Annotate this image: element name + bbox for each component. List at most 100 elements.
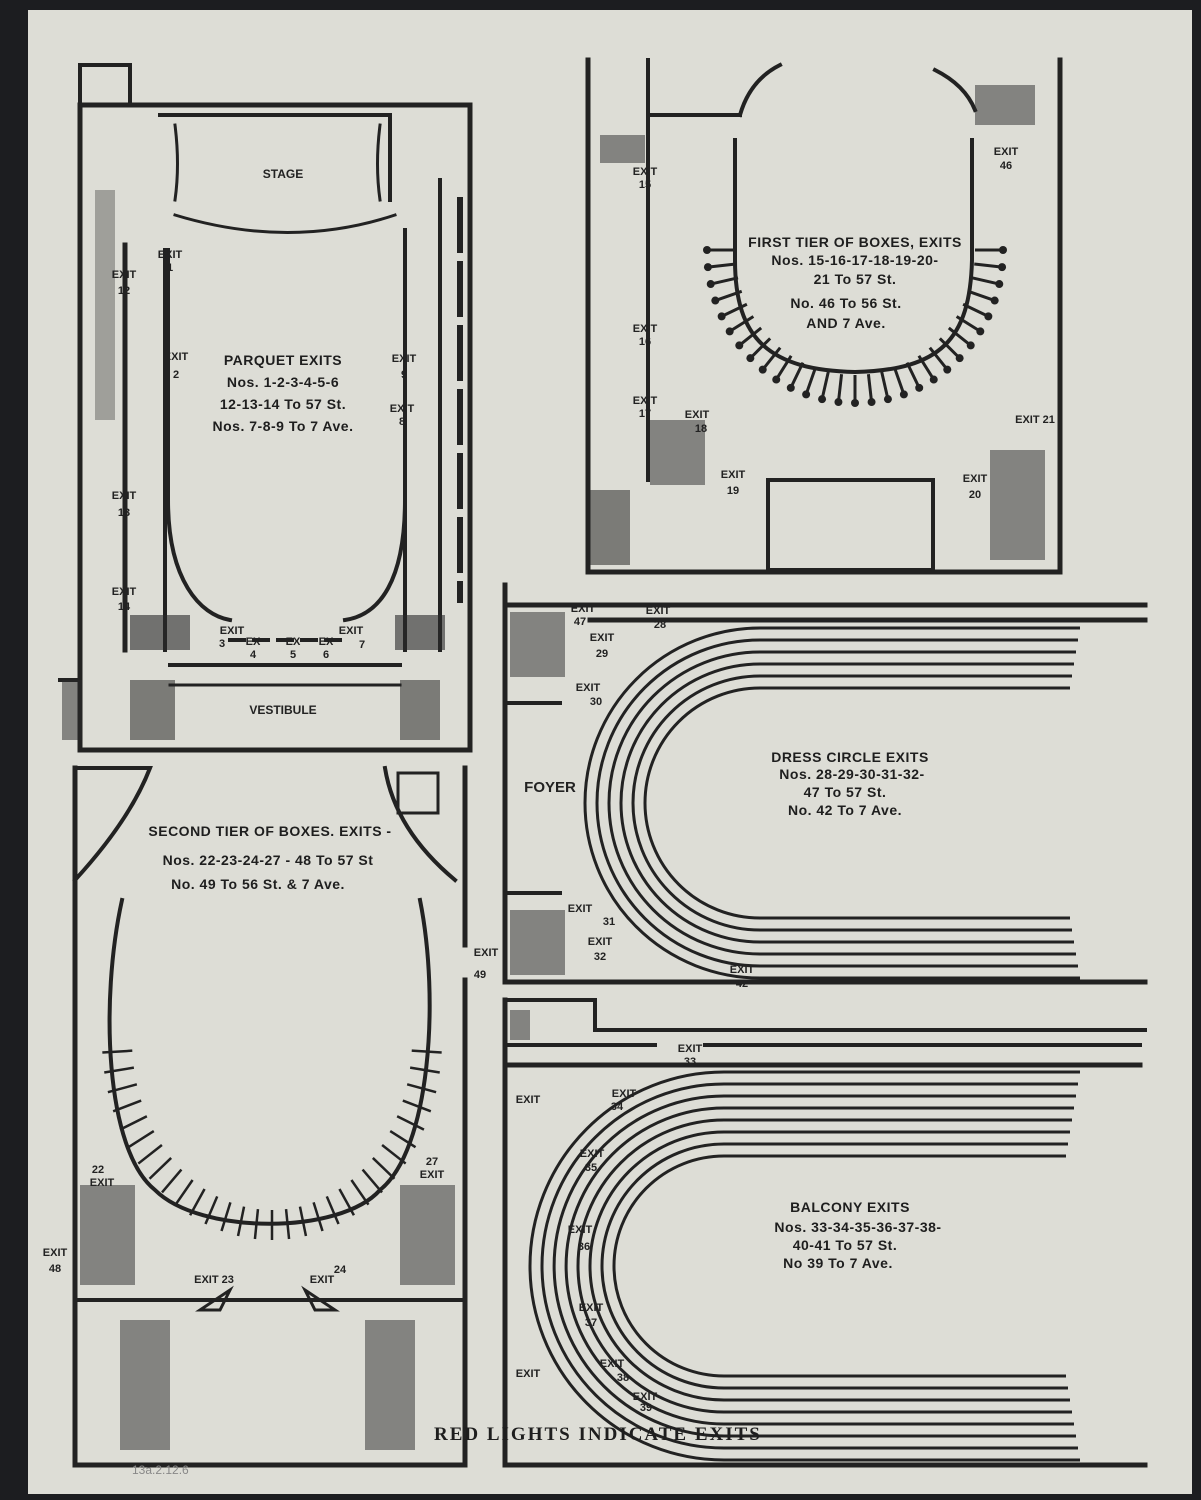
exit-number: 46 <box>1000 160 1012 172</box>
box-divider <box>714 289 743 302</box>
exit-label: EXIT <box>568 1224 593 1236</box>
exit-number: 29 <box>596 648 608 660</box>
box-divider-end <box>758 365 767 374</box>
exit-number: 3 <box>219 638 225 650</box>
exit-label: EXIT <box>164 351 189 363</box>
exit-number: 9 <box>401 369 407 381</box>
box-divider <box>402 1099 432 1113</box>
dress-circle-exit-labels: EXIT 47 EXIT 28 EXIT 29 EXIT 30 EXIT 31 … <box>568 603 755 990</box>
exit-label: EX <box>246 636 261 648</box>
box-divider <box>967 289 996 302</box>
exit-number: 1 <box>167 262 173 274</box>
box-divider-end <box>998 263 1007 272</box>
exit-number: 48 <box>49 1263 61 1275</box>
box-divider <box>220 1201 232 1232</box>
box-divider <box>312 1201 324 1232</box>
dress-circle-title: DRESS CIRCLE EXITS <box>771 749 929 765</box>
box-divider <box>836 374 844 403</box>
box-divider-end <box>725 327 734 336</box>
second-tier-title: SECOND TIER OF BOXES. EXITS - <box>148 823 391 839</box>
box-divider <box>102 1049 133 1054</box>
seat-row <box>552 1094 1076 1438</box>
box-divider <box>338 1188 355 1216</box>
seat-row <box>643 686 1070 920</box>
box-divider-end <box>711 296 720 305</box>
box-divider <box>325 1195 340 1225</box>
exit-label: EXIT <box>730 964 755 976</box>
balcony-plan <box>502 997 1148 1468</box>
box-divider <box>389 1130 417 1149</box>
dress-circle-line1: Nos. 28-29-30-31-32- <box>779 766 924 782</box>
box-divider <box>928 346 949 371</box>
exit-label: EXIT <box>963 473 988 485</box>
exit-label: EXIT <box>579 1302 604 1314</box>
box-divider <box>938 337 961 360</box>
exit-label: EXIT <box>90 1177 115 1189</box>
exit-number: 35 <box>585 1162 597 1174</box>
seat-row <box>583 626 1080 980</box>
exit-number: 36 <box>578 1241 590 1253</box>
box-divider-end <box>818 395 827 404</box>
box-divider <box>804 367 817 395</box>
exit-number: 5 <box>290 649 296 661</box>
box-divider <box>728 315 755 333</box>
exit-label: EXIT <box>685 409 710 421</box>
box-divider <box>112 1099 142 1113</box>
box-divider <box>955 315 982 333</box>
exit-label: EXIT 21 <box>1015 414 1055 426</box>
box-divider <box>880 371 890 400</box>
box-divider <box>119 1115 148 1131</box>
exit-number: 49 <box>474 969 486 981</box>
box-divider <box>905 361 921 389</box>
exit-label: EXIT <box>633 166 658 178</box>
exit-label: EXIT <box>392 353 417 365</box>
box-divider <box>137 1144 163 1165</box>
exit-number: 27 <box>426 1156 438 1168</box>
seat-row <box>619 662 1074 944</box>
box-divider <box>789 361 805 389</box>
box-divider <box>161 1168 183 1194</box>
box-divider <box>127 1130 155 1149</box>
exit-number: 7 <box>359 639 365 651</box>
exit-number: 12 <box>118 285 130 297</box>
box-divider-end <box>746 354 755 363</box>
exit-label: EXIT <box>576 682 601 694</box>
exit-number: 37 <box>585 1317 597 1329</box>
dress-circle-plan <box>502 582 1148 985</box>
exit-label: EXIT 23 <box>194 1274 234 1286</box>
stage-label: STAGE <box>263 167 303 181</box>
seat-row <box>564 1106 1074 1426</box>
exit-number: 38 <box>617 1372 629 1384</box>
exit-label: EXIT <box>158 249 183 261</box>
box-divider-end <box>883 395 892 404</box>
exit-label: EXIT <box>43 1247 68 1259</box>
box-divider-end <box>802 390 811 399</box>
seat-row <box>576 1118 1072 1414</box>
second-tier-plan <box>72 765 468 1468</box>
first-tier-box-dividers <box>703 246 1007 407</box>
second-tier-exit-labels: 22 EXIT 27 EXIT EXIT 48 EXIT 23 EXIT 24 … <box>43 947 499 1286</box>
box-divider-end <box>867 398 876 407</box>
first-tier-line3: No. 46 To 56 St. <box>790 295 901 311</box>
first-tier-plan <box>585 57 1063 575</box>
second-tier-line1: Nos. 22-23-24-27 - 48 To 57 St <box>163 852 374 868</box>
box-divider-end <box>995 280 1004 289</box>
box-divider <box>974 262 1003 269</box>
pencil-annotation: 13a.2.12.6 <box>132 1463 189 1477</box>
box-divider-end <box>735 341 744 350</box>
box-divider <box>204 1195 219 1225</box>
footer-caption: RED LIGHTS INDICATE EXITS <box>434 1424 762 1445</box>
box-divider <box>707 262 736 269</box>
first-tier-line1: Nos. 15-16-17-18-19-20- <box>771 252 938 268</box>
box-divider <box>893 367 906 395</box>
box-divider <box>749 337 772 360</box>
box-divider-end <box>966 341 975 350</box>
parquet-exits-line1: Nos. 1-2-3-4-5-6 <box>227 374 339 390</box>
exit-label: EXIT <box>339 625 364 637</box>
parquet-exit-labels: EXIT 1 EXIT 2 EXIT 12 EXIT 13 EXIT 14 EX… <box>112 249 417 661</box>
box-divider <box>721 302 748 318</box>
exit-label: EXIT <box>721 469 746 481</box>
exit-label: EXIT <box>678 1043 703 1055</box>
box-divider-end <box>955 354 964 363</box>
box-divider-end <box>943 365 952 374</box>
